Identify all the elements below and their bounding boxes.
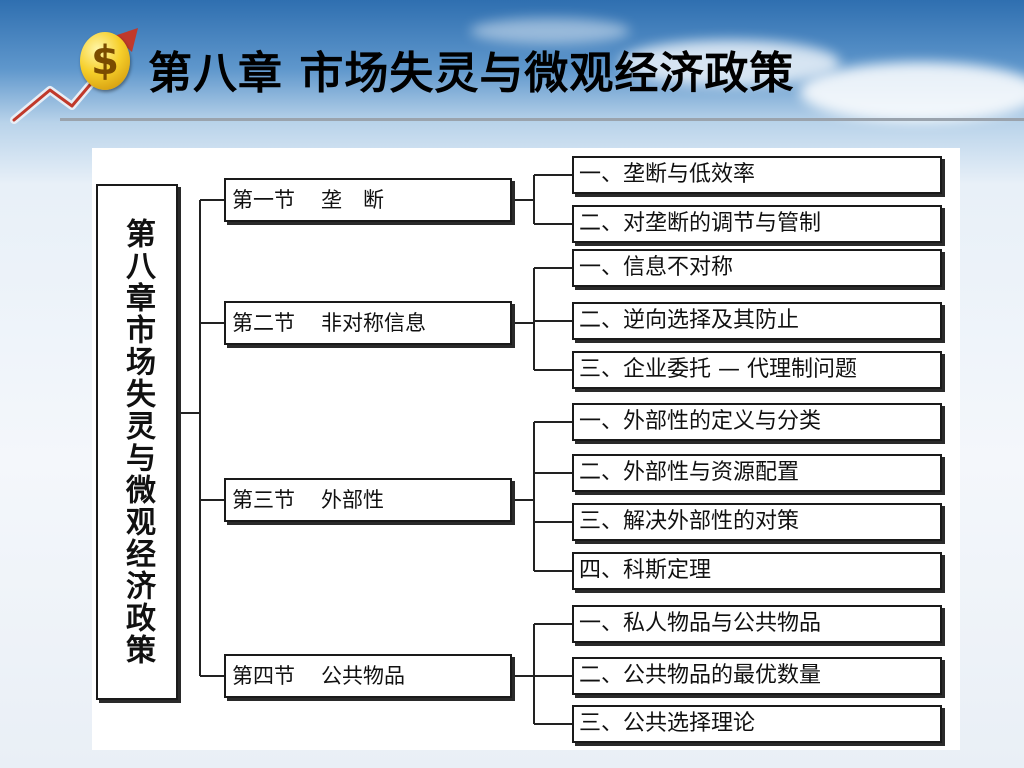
- section-label: 第二节: [232, 311, 295, 335]
- section-box-3: 第三节 外部性: [224, 478, 512, 522]
- topic-box: 二、对垄断的调节与管制: [572, 205, 942, 243]
- topic-box: 一、垄断与低效率: [572, 156, 942, 194]
- topic-box: 一、外部性的定义与分类: [572, 403, 942, 441]
- cloud-decoration: [470, 18, 630, 44]
- diagram-panel: [92, 148, 960, 750]
- slide-title: 第八章 市场失灵与微观经济政策: [148, 48, 795, 99]
- cloud-decoration: [620, 40, 840, 86]
- cloud-decoration: [800, 62, 1024, 122]
- section-name: 垄 断: [321, 188, 384, 212]
- section-name: 非对称信息: [321, 311, 426, 335]
- topic-box: 三、企业委托 — 代理制问题: [572, 351, 942, 389]
- title-divider: [60, 118, 1024, 121]
- topic-box: 三、公共选择理论: [572, 705, 942, 743]
- section-label: 第三节: [232, 488, 295, 512]
- dollar-icon: $: [80, 32, 130, 90]
- topic-box: 四、科斯定理: [572, 552, 942, 590]
- topic-box: 一、私人物品与公共物品: [572, 605, 942, 643]
- section-name: 公共物品: [321, 664, 405, 688]
- section-box-1: 第一节 垄 断: [224, 178, 512, 222]
- section-label: 第四节: [232, 664, 295, 688]
- topic-box: 三、解决外部性的对策: [572, 503, 942, 541]
- section-box-2: 第二节 非对称信息: [224, 301, 512, 345]
- chapter-box: 第八章市场失灵与微观经济政策: [96, 184, 178, 700]
- section-label: 第一节: [232, 188, 295, 212]
- topic-box: 二、外部性与资源配置: [572, 454, 942, 492]
- topic-box: 一、信息不对称: [572, 249, 942, 287]
- topic-box: 二、公共物品的最优数量: [572, 657, 942, 695]
- topic-box: 二、逆向选择及其防止: [572, 302, 942, 340]
- section-box-4: 第四节 公共物品: [224, 654, 512, 698]
- section-name: 外部性: [321, 488, 384, 512]
